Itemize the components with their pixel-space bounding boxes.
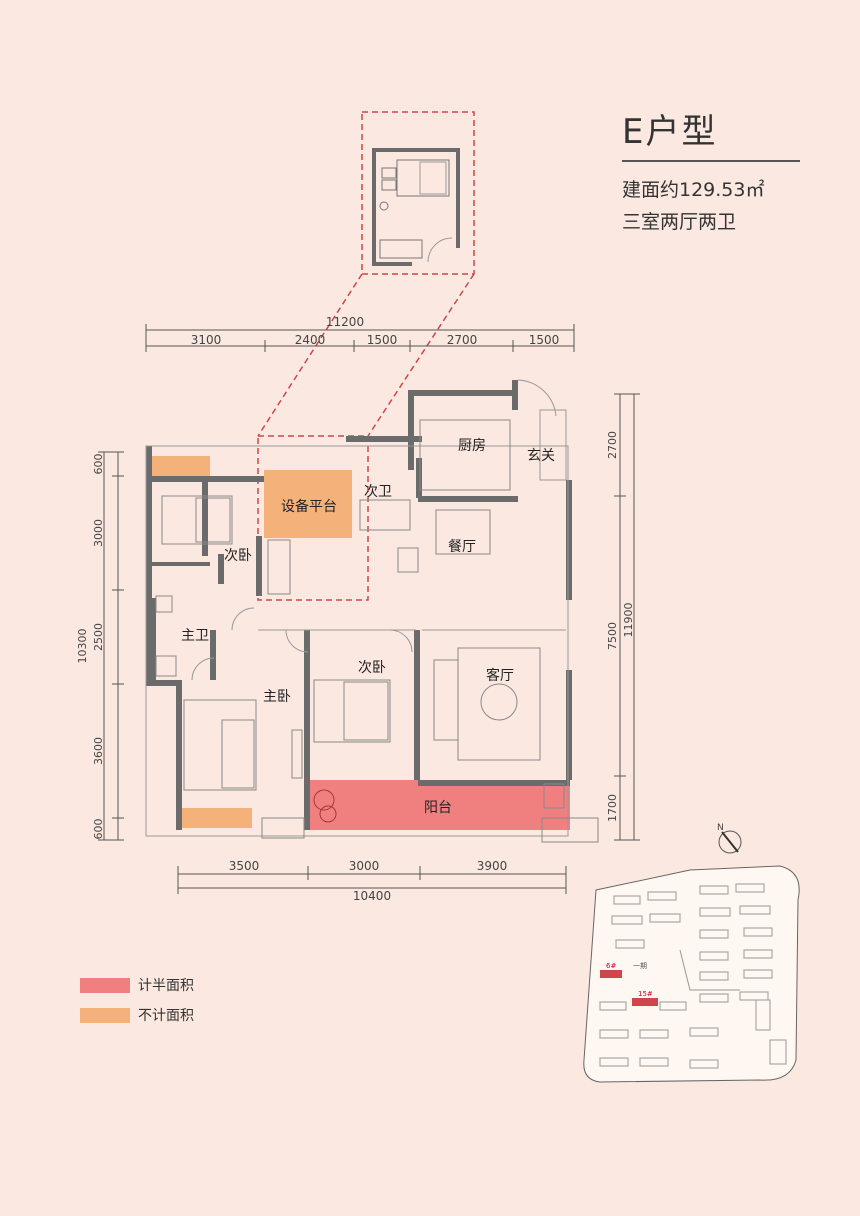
legend: 计半面积 不计面积 [80, 972, 194, 1032]
room-kitchen: 厨房 [458, 438, 486, 454]
site-building-15: 15# [638, 990, 653, 998]
dim-right-total: 11900 [622, 603, 635, 638]
dim-bottom-total: 10400 [353, 889, 391, 903]
legend-label-half-area: 计半面积 [138, 978, 194, 994]
dim-left-1: 600 [92, 454, 105, 475]
room-second-bedroom-b: 次卧 [358, 660, 386, 676]
dim-left-total: 10300 [76, 629, 89, 664]
dim-bottom-1: 3500 [229, 859, 260, 873]
room-master-bedroom: 主卧 [263, 689, 291, 705]
room-master-bath: 主卫 [181, 628, 209, 644]
walls [146, 380, 572, 830]
room-balcony: 阳台 [424, 800, 452, 816]
dim-left-4: 3600 [92, 737, 105, 765]
dim-right-3: 1700 [606, 794, 619, 822]
dim-right-2: 7500 [606, 622, 619, 650]
compass-icon: N [717, 823, 742, 854]
bottom-dimensions [177, 866, 567, 894]
room-second-bedroom-a: 次卧 [224, 548, 252, 564]
plant-icon [313, 789, 337, 823]
dim-top-5: 1500 [529, 333, 560, 347]
layout-text: 三室两厅两卫 [622, 211, 737, 233]
dim-bottom-3: 3900 [477, 859, 508, 873]
room-dining: 餐厅 [448, 539, 476, 555]
legend-swatch-excluded-area [80, 1007, 130, 1023]
extension-inset [361, 111, 475, 275]
interior-lines [145, 379, 569, 837]
dim-right-1: 2700 [606, 431, 619, 459]
unit-type-title: E户型 [622, 112, 718, 152]
header: E户型 建面约129.53㎡ 三室两厅两卫 [622, 110, 802, 236]
area-text: 建面约129.53㎡ [622, 179, 765, 201]
dim-left-5: 600 [92, 819, 105, 840]
legend-label-excluded-area: 不计面积 [138, 1008, 194, 1024]
left-dimensions [98, 451, 124, 841]
room-equipment-platform: 设备平台 [281, 498, 337, 515]
legend-swatch-half-area [80, 977, 130, 993]
dim-top-total: 11200 [326, 315, 364, 329]
room-second-bath: 次卫 [364, 484, 392, 500]
dashed-connector-right [367, 273, 475, 437]
site-map: 6# 15# 一期 [583, 865, 800, 1083]
room-living: 客厅 [486, 667, 514, 684]
svg-text:N: N [717, 823, 724, 833]
dashed-extension-region [257, 435, 369, 601]
dim-top-4: 2700 [447, 333, 478, 347]
equipment-platform-area [264, 470, 352, 538]
excluded-area-bottom-left [180, 808, 252, 828]
dim-left-3: 2500 [92, 623, 105, 651]
dim-left-2: 3000 [92, 519, 105, 547]
excluded-area-top-left [150, 456, 210, 478]
dim-top-3: 1500 [367, 333, 398, 347]
right-dimensions [614, 393, 640, 841]
site-building-6: 6# [606, 962, 616, 970]
dim-bottom-2: 3000 [349, 859, 380, 873]
dim-top-2: 2400 [295, 333, 326, 347]
room-entrance: 玄关 [527, 447, 555, 464]
balcony-area [306, 780, 570, 830]
top-dimensions [145, 324, 575, 352]
furniture [155, 419, 599, 843]
dashed-connector-left [257, 273, 363, 437]
site-phase-label: 一期 [633, 962, 647, 970]
legend-item-half-area: 计半面积 [80, 972, 194, 998]
legend-item-excluded-area: 不计面积 [80, 1002, 194, 1028]
title-rule [622, 160, 800, 162]
dim-top-1: 3100 [191, 333, 222, 347]
